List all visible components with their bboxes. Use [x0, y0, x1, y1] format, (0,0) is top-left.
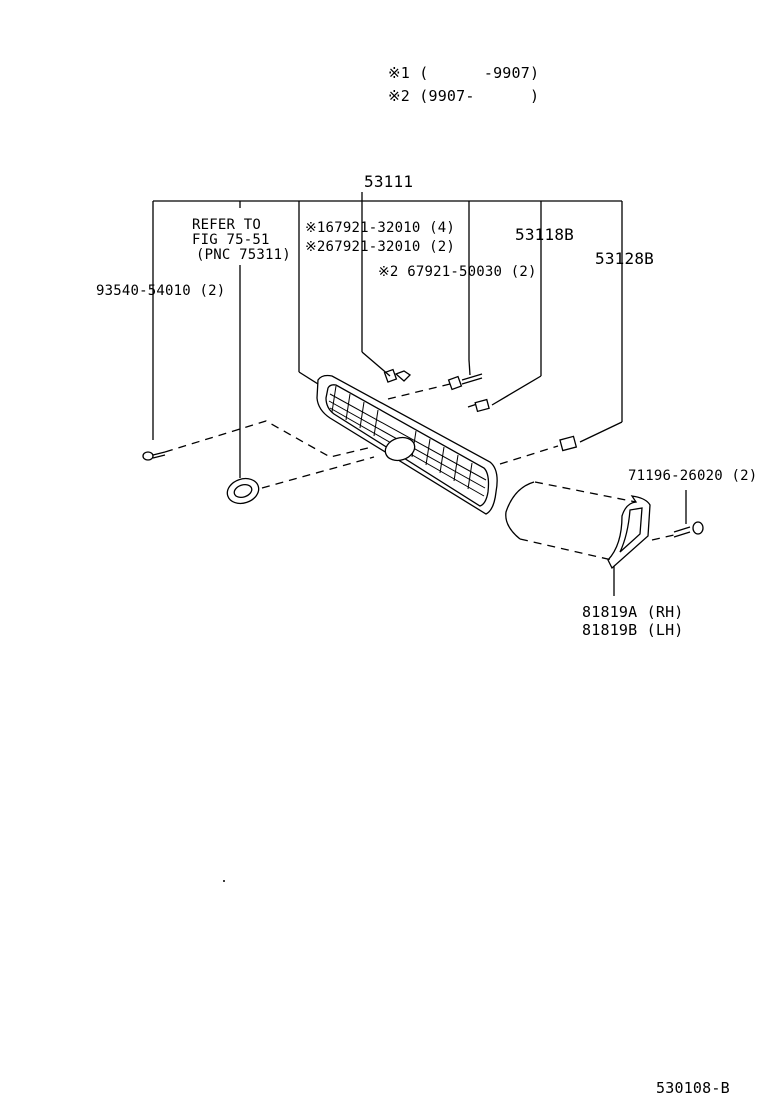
stray-dot [223, 880, 225, 882]
label-nut: 71196-26020 (2) [628, 468, 758, 484]
refer-line-1: REFER TO [192, 217, 262, 233]
label-clip-2: ※267921-32010 (2) [305, 239, 455, 255]
label-screw: 93540-54010 (2) [96, 283, 226, 299]
emblem [226, 477, 260, 505]
label-moulding-lh: 81819B (LH) [582, 621, 684, 639]
figure-id: 530108-B [656, 1079, 730, 1097]
note-1: ※1 ( -9907) [388, 64, 540, 82]
grille-moulding [505, 481, 651, 596]
refer-line-3: (PNC 75311) [196, 247, 291, 263]
screw [142, 451, 166, 461]
nut [673, 490, 704, 538]
dashed-leaders [164, 383, 675, 561]
clip-67921-50030 [474, 398, 490, 413]
note-2: ※2 (9907- ) [388, 87, 540, 105]
clip-67921-32010-b [447, 373, 483, 391]
label-clip-3: ※2 67921-50030 (2) [378, 264, 537, 280]
refer-line-2: FIG 75-51 [192, 232, 270, 248]
radiator-grille [316, 374, 498, 515]
label-53111: 53111 [364, 172, 414, 191]
label-53118b: 53118B [515, 225, 574, 244]
label-moulding-rh: 81819A (RH) [582, 603, 684, 621]
label-53128b: 53128B [595, 249, 654, 268]
assembly-bracket [152, 192, 623, 443]
label-clip-1: ※167921-32010 (4) [305, 220, 455, 236]
clip-53128b [559, 435, 578, 452]
clip-67921-32010-a [383, 368, 412, 383]
